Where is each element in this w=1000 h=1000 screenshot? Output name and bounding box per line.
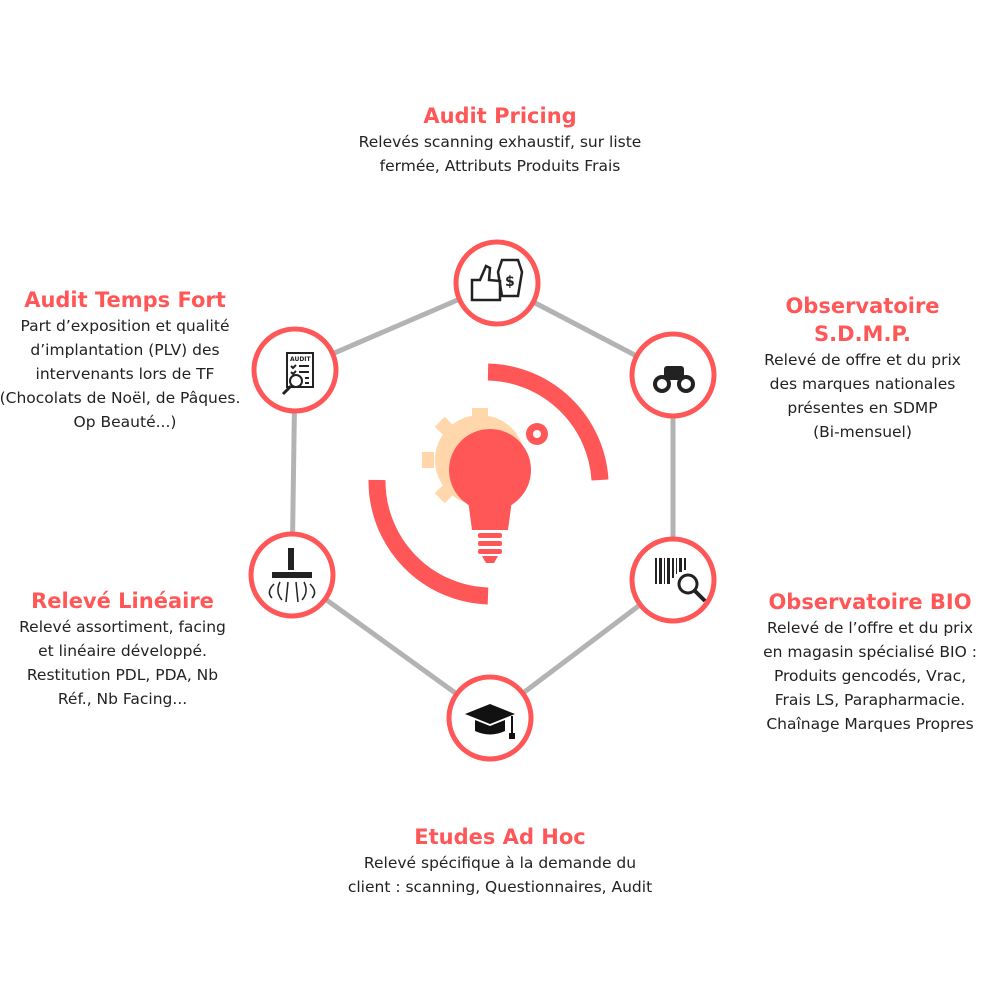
node-desc-line: Réf., Nb Facing... bbox=[57, 690, 188, 708]
lightbulb-gear-icon bbox=[368, 363, 609, 605]
node-observatoire-bio: Observatoire BIO Relevé de l’offre et du… bbox=[745, 588, 995, 736]
node-desc-line: fermée, Attributs Produits Frais bbox=[379, 157, 621, 175]
node-desc-line: Op Beauté...) bbox=[73, 413, 177, 431]
barcode-magnifier-icon bbox=[655, 558, 707, 603]
binoculars-icon bbox=[653, 366, 695, 393]
node-desc-line: en magasin spécialisé BIO : bbox=[763, 643, 977, 661]
node-observatoire-sdmp: Observatoire S.D.M.P. Relevé de offre et… bbox=[745, 292, 980, 444]
node-desc-line: d’implantation (PLV) des bbox=[30, 341, 220, 359]
node-etudes-ad-hoc: Etudes Ad Hoc Relevé spécifique à la dem… bbox=[290, 823, 710, 899]
node-releve-lineaire: Relevé Linéaire Relevé assortiment, faci… bbox=[0, 587, 245, 711]
node-desc-line: Relevés scanning exhaustif, sur liste bbox=[358, 133, 642, 151]
node-title: Observatoire bbox=[785, 294, 940, 318]
node-circles bbox=[248, 239, 717, 762]
node-desc-line: client : scanning, Questionnaires, Audit bbox=[347, 878, 653, 896]
node-audit-pricing: Audit Pricing Relevés scanning exhaustif… bbox=[300, 102, 700, 178]
node-title: Audit Pricing bbox=[423, 104, 577, 128]
node-desc-line: Relevé assortiment, facing bbox=[19, 618, 226, 636]
svg-text:$: $ bbox=[505, 274, 515, 290]
node-desc-line: Part d’exposition et qualité bbox=[20, 317, 230, 335]
svg-text:AUDIT: AUDIT bbox=[290, 356, 312, 363]
node-desc-line: (Chocolats de Noël, de Pâques. bbox=[0, 389, 241, 407]
node-desc-line: intervenants lors de TF bbox=[35, 365, 215, 383]
node-desc-line: des marques nationales bbox=[769, 375, 956, 393]
node-desc-line: Produits gencodés, Vrac, bbox=[773, 667, 967, 685]
node-audit-temps-fort: Audit Temps Fort Part d’exposition et qu… bbox=[0, 286, 250, 434]
node-desc-line: Restitution PDL, PDA, Nb bbox=[26, 666, 219, 684]
node-desc-line: Relevé de l’offre et du prix bbox=[766, 619, 974, 637]
node-desc-line: et linéaire développé. bbox=[38, 642, 207, 660]
audit-checklist-icon: AUDIT bbox=[281, 352, 314, 396]
node-desc-line: présentes en SDMP bbox=[787, 399, 938, 417]
node-desc-line: Chaînage Marques Propres bbox=[766, 715, 974, 733]
node-desc-line: Relevé spécifique à la demande du bbox=[363, 854, 637, 872]
node-desc-line: Relevé de offre et du prix bbox=[764, 351, 961, 369]
node-title: Audit Temps Fort bbox=[24, 288, 226, 312]
thumbs-up-price-tag-icon: $ bbox=[470, 258, 524, 302]
node-desc-line: (Bi-mensuel) bbox=[813, 423, 912, 441]
node-desc-line: Frais LS, Parapharmacie. bbox=[774, 691, 966, 709]
node-title: Observatoire BIO bbox=[768, 590, 972, 614]
node-title: Relevé Linéaire bbox=[31, 589, 214, 613]
node-title-line2: S.D.M.P. bbox=[814, 322, 911, 346]
graduation-cap-icon bbox=[465, 704, 515, 739]
node-title: Etudes Ad Hoc bbox=[414, 825, 586, 849]
vacuum-icon bbox=[268, 548, 316, 603]
